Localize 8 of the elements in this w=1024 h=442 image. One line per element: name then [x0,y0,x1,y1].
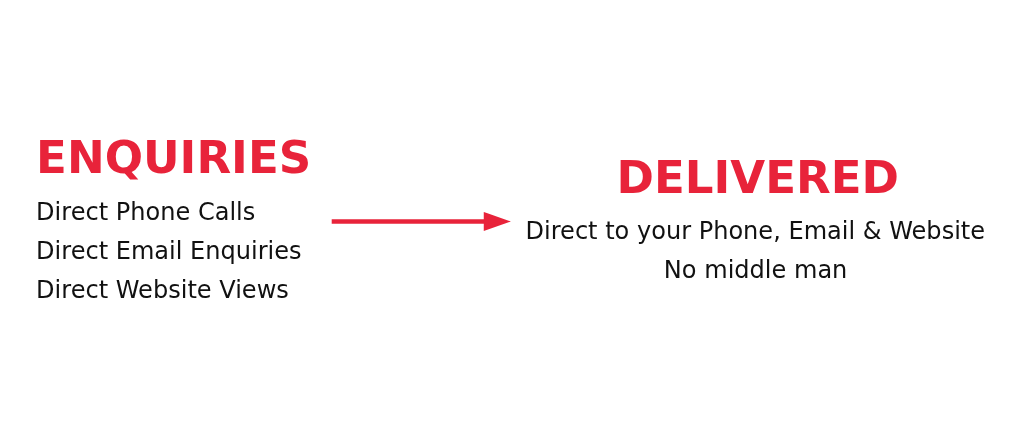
node-label: No middle man [663,255,848,284]
node-label: Direct to your Phone, Email & Website [525,216,986,245]
node-label: Direct Email Enquiries [36,236,302,265]
arrow [331,211,511,231]
node-text: DELIVERED [616,150,899,204]
node-label: Direct Website Views [36,275,289,304]
node-text: ENQUIRIES [36,130,312,184]
node-label: Direct Phone Calls [36,197,256,226]
